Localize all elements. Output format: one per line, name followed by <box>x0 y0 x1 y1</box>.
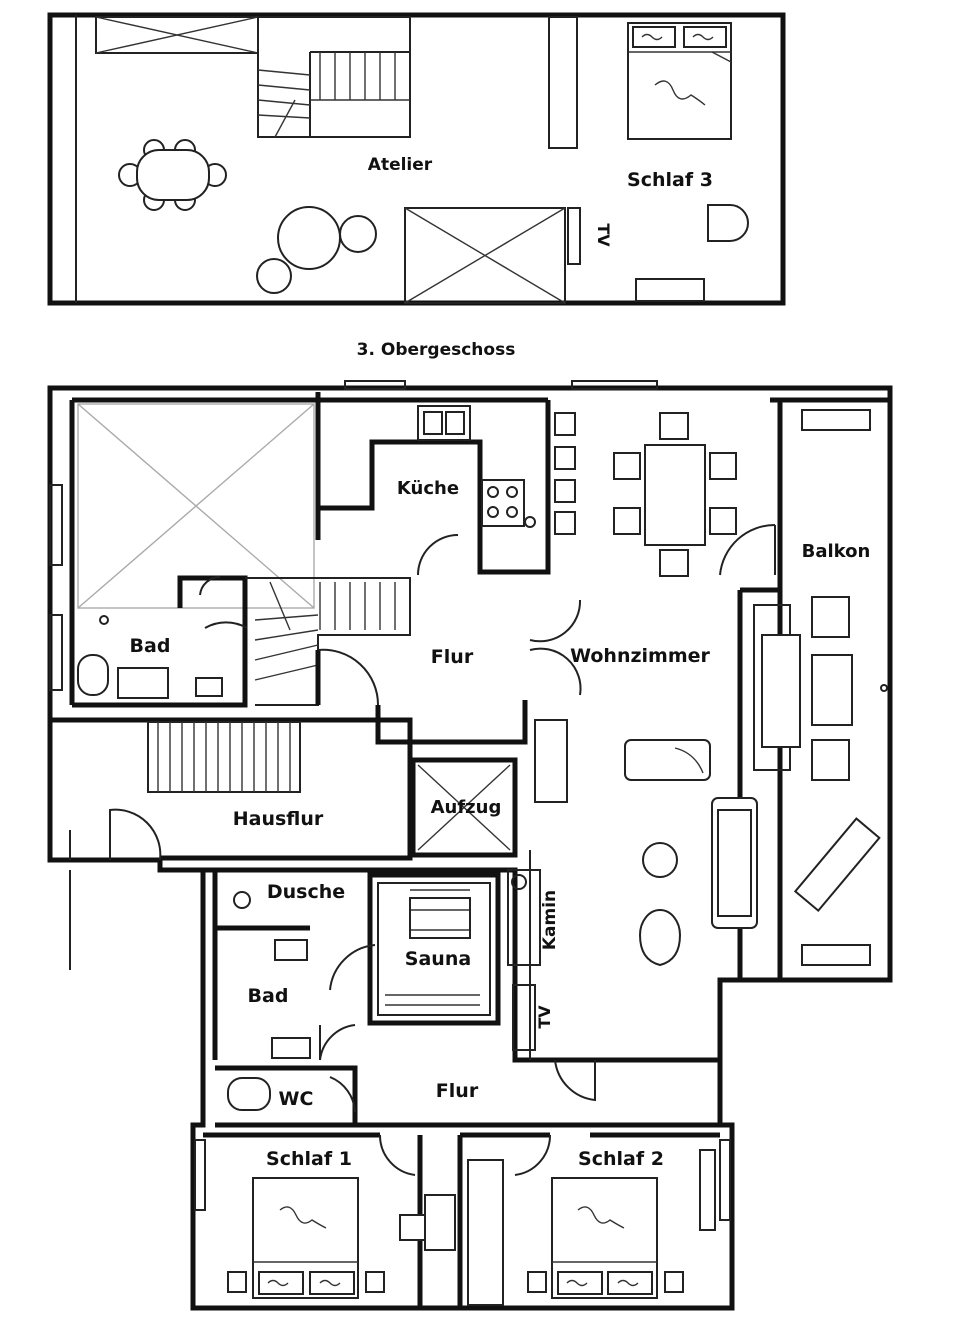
upper-bed <box>627 22 732 140</box>
upper-schlaf3-label: Schlaf 3 <box>627 169 713 191</box>
main-floor: Küche Balkon Bad Flur Wohnzimmer Hausflu… <box>47 380 893 1311</box>
floor-caption: 3. Obergeschoss <box>357 340 516 360</box>
balkon-lounger <box>793 817 881 913</box>
door-arcs <box>317 534 582 706</box>
sink-bowl <box>445 411 465 435</box>
upper-sideboard <box>635 278 705 302</box>
wohnzimmer-armchair <box>624 739 711 781</box>
label-schlaf1: Schlaf 1 <box>266 1148 352 1170</box>
bad-top-toilet <box>77 654 109 696</box>
upper-tv-label: TV <box>594 223 613 247</box>
window-left-1 <box>49 484 63 566</box>
upper-floor: TV Atelier Schlaf 3 <box>47 12 786 306</box>
balkon-door-arc <box>719 523 776 576</box>
door-arcs-bottom <box>319 1024 356 1113</box>
label-flur-top: Flur <box>431 646 474 668</box>
balkon-bench <box>761 634 801 748</box>
aufzug <box>410 757 518 858</box>
label-schlaf2: Schlaf 2 <box>578 1148 664 1170</box>
balkon-lamp <box>880 684 888 692</box>
main-void <box>77 403 315 609</box>
schlaf2-wardrobe <box>467 1159 504 1306</box>
schlaf2-window-sill <box>699 1149 716 1231</box>
label-kamin: Kamin <box>540 890 560 950</box>
chair <box>554 511 576 535</box>
wohnzimmer-side-table <box>642 842 678 878</box>
tv-unit <box>512 984 536 1051</box>
hausflur-door <box>109 808 162 861</box>
upper-armchair <box>707 204 749 242</box>
schlaf1-desk <box>424 1194 456 1251</box>
upper-round-tables <box>256 206 377 294</box>
wohn-cabinet <box>534 719 568 803</box>
upper-staircase <box>257 16 411 138</box>
balkon-chair-2 <box>811 739 850 781</box>
bad-top-cabinet <box>117 667 169 699</box>
sink-bowl <box>423 411 443 435</box>
dusche-drain <box>233 891 251 909</box>
chair <box>554 446 576 470</box>
wohnzimmer-chair <box>638 909 682 967</box>
upper-dining-table <box>118 139 227 211</box>
kamin <box>507 850 541 1060</box>
upper-atelier-label: Atelier <box>368 155 433 175</box>
bad-bottom-sink-2 <box>271 1037 311 1059</box>
upper-skylight-cross <box>95 16 259 54</box>
label-sauna: Sauna <box>405 948 471 970</box>
label-dusche: Dusche <box>267 881 345 903</box>
label-balkon: Balkon <box>802 541 871 562</box>
bedroom-door-arcs <box>378 1134 552 1176</box>
label-flur-bottom: Flur <box>436 1080 479 1102</box>
upper-tv-unit <box>567 207 581 265</box>
balkon-planter-bottom <box>801 944 871 966</box>
hausflur-stairs <box>147 721 301 793</box>
kitchen-stove <box>481 479 536 528</box>
label-wohnzimmer: Wohnzimmer <box>570 645 710 667</box>
wall-flur-top <box>315 650 528 745</box>
window-bottom-right <box>719 1139 731 1221</box>
wc-toilet <box>227 1077 271 1111</box>
window-top-1 <box>344 380 406 390</box>
balkon-planter-top <box>801 409 871 431</box>
nightstand <box>527 1271 547 1293</box>
bad-drain <box>99 615 109 625</box>
door-arc <box>204 621 248 629</box>
schlaf1-bed <box>252 1177 359 1299</box>
main-outer-wall <box>47 385 893 1311</box>
wall-hausflur <box>50 717 413 861</box>
window-left-2 <box>49 614 63 691</box>
balkon-chair-1 <box>811 596 850 638</box>
door-arc <box>199 575 221 596</box>
chair <box>554 479 576 503</box>
schlaf1-chair <box>399 1214 426 1241</box>
label-wc: WC <box>279 1088 314 1110</box>
label-tv: TV <box>535 1005 554 1029</box>
upper-stair-void <box>404 207 566 304</box>
label-kueche: Küche <box>397 478 459 499</box>
balkon-table <box>811 654 853 726</box>
label-bad-bottom: Bad <box>248 985 289 1007</box>
nightstand <box>365 1271 385 1293</box>
bad-bottom-sink <box>274 939 308 961</box>
main-dining-table <box>613 412 737 577</box>
wall-kitchen <box>318 400 551 575</box>
chair <box>554 412 576 436</box>
wohnzimmer-sofa <box>711 797 758 929</box>
bad-top-sink <box>195 677 223 697</box>
window-top-2 <box>571 380 658 390</box>
door-arc-flur <box>554 1059 596 1102</box>
label-hausflur: Hausflur <box>233 808 324 830</box>
main-staircase <box>245 577 411 706</box>
nightstand <box>227 1271 247 1293</box>
upper-partition <box>548 16 578 149</box>
schlaf2-bed <box>551 1177 658 1299</box>
sauna <box>329 872 501 1026</box>
nightstand <box>664 1271 684 1293</box>
window-bottom-left <box>194 1139 206 1211</box>
label-aufzug: Aufzug <box>431 797 502 818</box>
label-bad-top: Bad <box>130 635 171 657</box>
